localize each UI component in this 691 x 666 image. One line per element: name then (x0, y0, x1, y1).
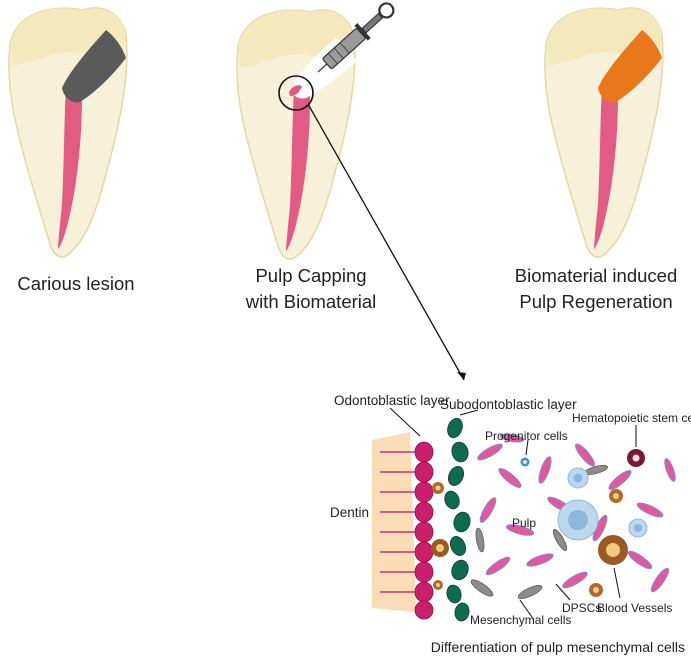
panel-caption-regeneration-line1: Biomaterial induced (515, 265, 677, 286)
tooth-panel-regeneration: Biomaterial induced Pulp Regeneration (515, 8, 677, 312)
label-progenitor-cells: Progenitor cells (485, 429, 568, 443)
label-pulp: Pulp (512, 516, 536, 530)
subodontoblastic-layer-cells (442, 416, 472, 622)
tooth-panel-pulp-capping: Pulp Capping with Biomaterial (237, 0, 466, 380)
label-dentin: Dentin (330, 505, 369, 520)
panel-caption-carious: Carious lesion (17, 273, 134, 294)
zoom-pointer-line (308, 104, 464, 380)
odontoblast-layer-cells (415, 442, 433, 619)
label-dpscs: DPSCs (562, 601, 601, 615)
label-odontoblastic-layer: Odontoblastic layer (334, 393, 450, 408)
label-blood-vessels: Blood Vessels (597, 601, 672, 615)
pulp-histology-detail: Odontoblastic layer Subodontoblastic lay… (330, 393, 691, 627)
label-subodontoblastic-layer: Subodontoblastic layer (440, 397, 577, 412)
tooth-panel-carious: Carious lesion (9, 8, 135, 294)
stem-cells (521, 458, 648, 541)
dentin-tissue (372, 432, 416, 612)
figure-footer: Differentiation of pulp mesenchymal cell… (431, 639, 685, 655)
label-mesenchymal-cells: Mesenchymal cells (470, 613, 571, 627)
panel-caption-capping-line2: with Biomaterial (245, 291, 377, 312)
panel-caption-capping-line1: Pulp Capping (255, 265, 366, 286)
label-hematopoietic-stem-cells: Hematopoietic stem cells (572, 411, 691, 425)
blood-vessel-cells (589, 489, 628, 597)
panel-caption-regeneration-line2: Pulp Regeneration (519, 291, 672, 312)
